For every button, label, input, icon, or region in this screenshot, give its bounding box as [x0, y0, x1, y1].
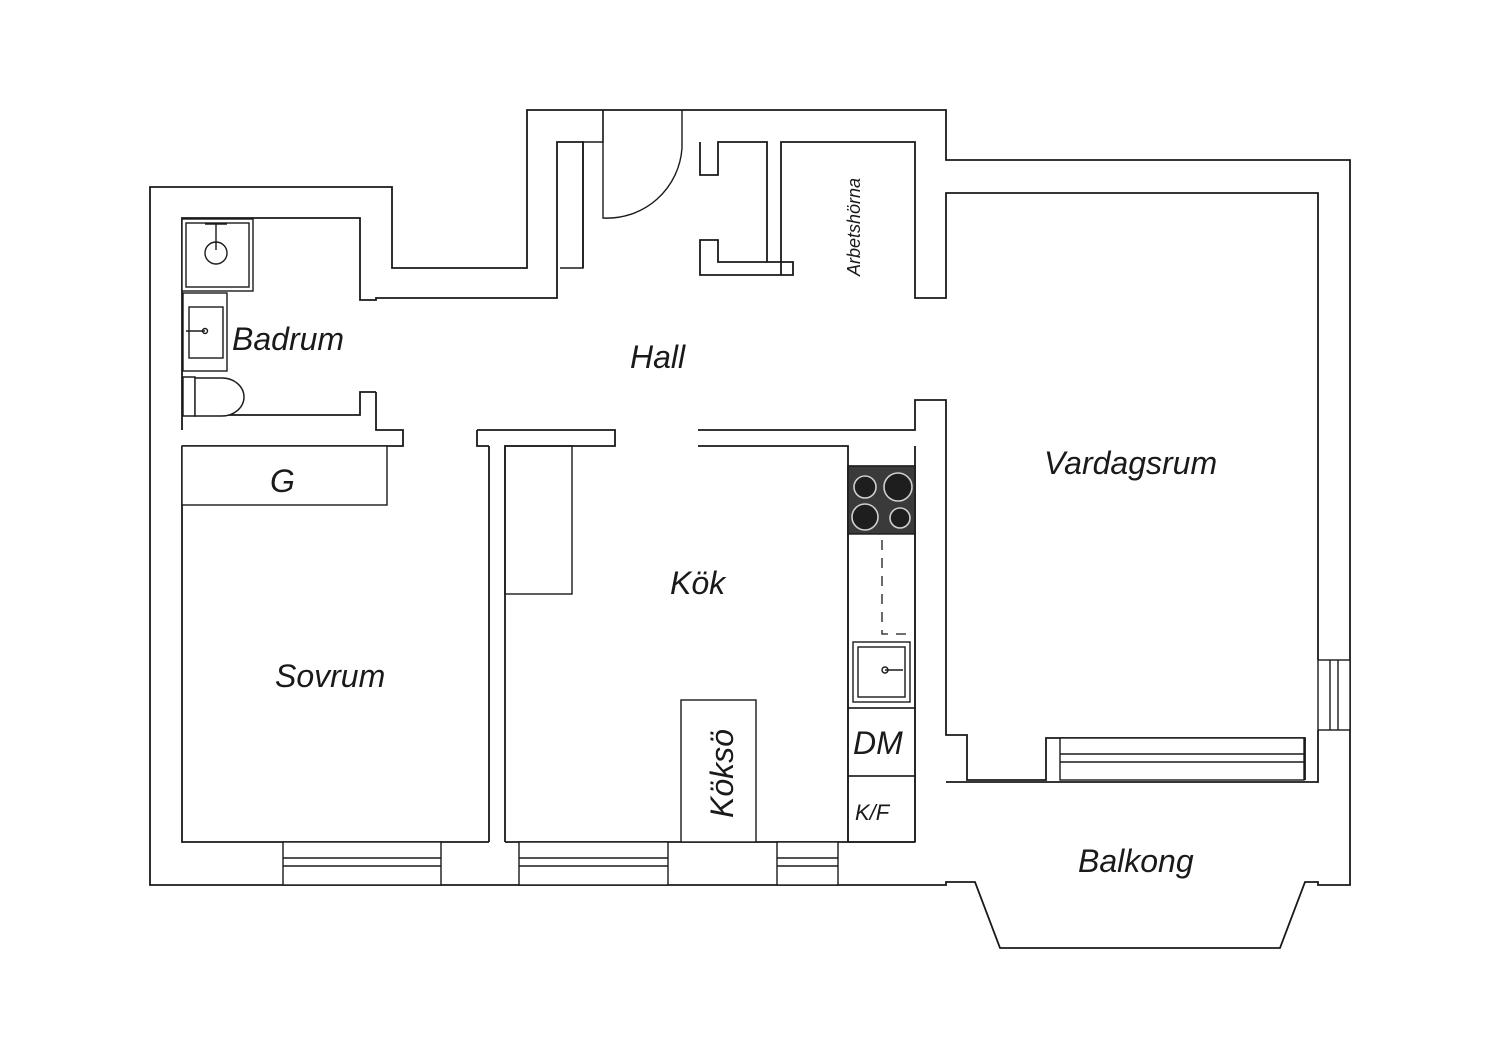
label-sovrum: Sovrum [275, 658, 385, 694]
bathroom-fixtures [181, 218, 254, 417]
living-right-wall [946, 730, 1319, 783]
entrance-door [602, 110, 683, 219]
hall-entry-jamb [560, 110, 683, 269]
label-diskmaskin: DM [853, 725, 903, 761]
window-kitchen-2 [776, 841, 839, 886]
label-badrum: Badrum [232, 321, 344, 357]
bathroom-wall [181, 141, 584, 430]
outer-wall-outline [149, 109, 1351, 949]
exterior-walls [149, 109, 1351, 949]
room-labels: Badrum Hall Arbetshörna Vardagsrum G Kök… [232, 178, 1217, 879]
label-kokso: Köksö [704, 729, 740, 818]
window-living-side [1317, 659, 1351, 731]
label-arbetshorna: Arbetshörna [844, 178, 864, 277]
kitchen-island [680, 699, 757, 843]
label-vardagsrum: Vardagsrum [1044, 445, 1217, 481]
door-swing-arc [602, 110, 683, 219]
label-garderob: G [270, 463, 295, 499]
counter-dashed-line [881, 540, 915, 635]
window-bedroom [282, 841, 442, 886]
toilet-icon [182, 376, 245, 417]
label-kylfrys: K/F [855, 800, 891, 825]
window-kitchen-1 [518, 841, 669, 886]
window-balcony-door [1059, 737, 1305, 781]
stove-icon [847, 465, 916, 535]
kitchen-sink-icon [852, 641, 911, 703]
bathroom-wall-lower [182, 391, 376, 416]
fridge-freezer [847, 775, 916, 843]
wardrobe [181, 445, 388, 506]
windows [282, 659, 1351, 886]
shower-icon [181, 218, 254, 292]
hall-lower-wall-left [476, 429, 616, 842]
label-balkong: Balkong [1078, 843, 1194, 879]
kitchen-fixtures [504, 445, 916, 843]
label-kok: Kök [670, 565, 727, 601]
work-corner-wall [780, 141, 1319, 660]
sink-icon [182, 292, 228, 372]
closet-wall [699, 141, 794, 276]
label-hall: Hall [630, 339, 686, 375]
kitchen-cabinet [504, 445, 573, 595]
